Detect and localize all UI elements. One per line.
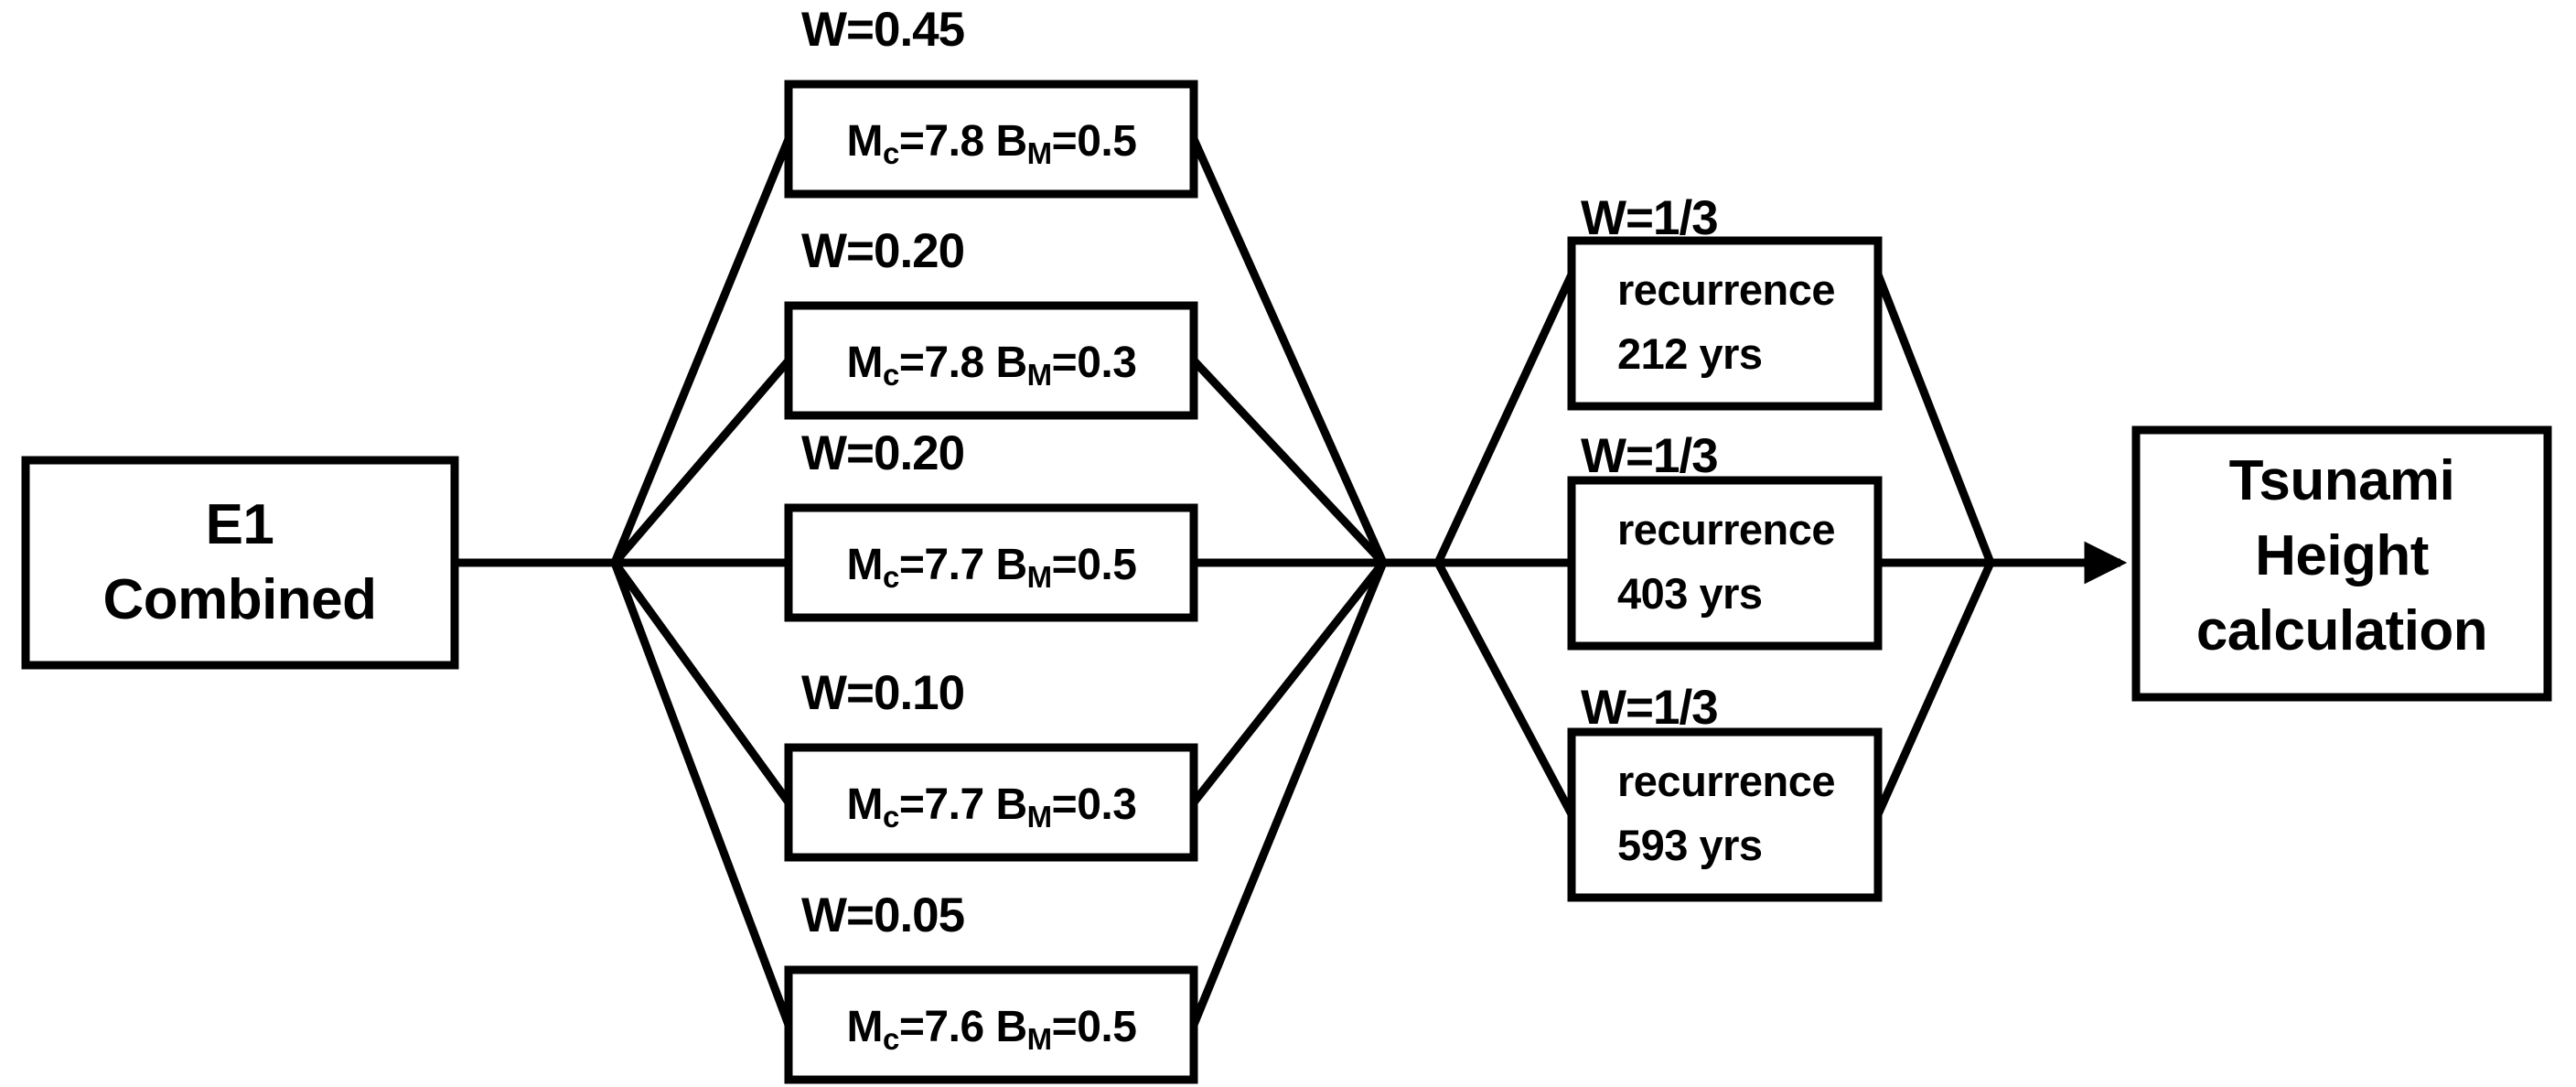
node-terminal[interactable]: Tsunami Height calculation [2131,425,2552,702]
edge-branch-2-to-merge [1190,357,1387,566]
root-box[interactable] [21,456,459,670]
mc-sub-3: c [883,560,899,594]
b-sub-5: M [1027,1022,1052,1056]
mc-value-5: =7.6 [899,1003,984,1051]
recurrence-box-1-line1: recurrence [1617,265,1835,314]
mc-value-2: =7.8 [899,339,984,387]
b-prefix-3: B [996,541,1027,589]
magnitude-box-4[interactable] [784,743,1198,862]
mc-sub-1: c [883,136,899,170]
b-value-5: =0.5 [1052,1003,1137,1051]
node-recurrence-branch-3[interactable]: W=1/3 recurrence 593 yrs [1567,681,1883,902]
node-recurrence-branch-1[interactable]: W=1/3 recurrence 212 yrs [1567,191,1883,411]
recurrence-box-1[interactable] [1567,236,1883,411]
edge-fan-to-branch-2 [611,358,792,565]
magnitude-box-1-label: Mc=7.8 BM=0.5 [847,117,1137,170]
b-value-3: =0.5 [1052,541,1137,589]
weight-label-branch-5: W=0.05 [801,888,964,942]
terminal-label-line1: Tsunami [2229,449,2455,512]
mc-sub-5: c [883,1022,899,1056]
mc-prefix-4: M [847,780,883,829]
edge-recurrence-3-to-merge2 [1873,561,1995,816]
magnitude-box-5[interactable] [784,965,1198,1084]
b-prefix-5: B [996,1003,1027,1051]
b-prefix-1: B [996,117,1027,166]
recurrence-box-3[interactable] [1567,727,1883,902]
mc-prefix-5: M [847,1003,883,1051]
magnitude-box-2-label: Mc=7.8 BM=0.3 [847,339,1137,392]
magnitude-box-5-label: Mc=7.6 BM=0.5 [847,1003,1137,1056]
edge-fan2-to-recurrence-1 [1433,273,1576,565]
weight-label-recurrence-1: W=1/3 [1581,191,1718,245]
b-sub-4: M [1027,800,1052,834]
mc-sub-4: c [883,800,899,834]
weight-label-branch-2: W=0.20 [801,224,964,278]
magnitude-box-2[interactable] [784,301,1198,420]
node-magnitude-branch-1[interactable]: W=0.45 Mc=7.8 BM=0.5 [784,3,1198,199]
edge-branch-5-to-merge [1189,561,1388,1027]
mc-sub-2: c [883,358,899,392]
node-recurrence-branch-2[interactable]: W=1/3 recurrence 403 yrs [1567,429,1883,651]
edge-recurrence-1-to-merge2 [1873,273,1995,565]
edge-branch-4-to-merge [1190,560,1387,805]
edge-fan2-to-recurrence-3 [1434,560,1575,817]
mc-value-4: =7.7 [899,780,984,829]
recurrence-box-3-line1: recurrence [1617,757,1835,805]
terminal-label-line2: Height [2255,524,2429,587]
mc-prefix-2: M [847,339,883,387]
weight-label-recurrence-2: W=1/3 [1581,429,1718,483]
terminal-box[interactable] [2131,425,2552,702]
weight-label-branch-1: W=0.45 [801,3,964,57]
b-value-1: =0.5 [1052,117,1137,166]
magnitude-box-3-label: Mc=7.7 BM=0.5 [847,541,1137,594]
magnitude-box-1[interactable] [784,80,1198,199]
root-label-line1: E1 [206,493,274,556]
b-prefix-2: B [996,339,1027,387]
mc-value-1: =7.8 [899,117,984,166]
node-magnitude-branch-2[interactable]: W=0.20 Mc=7.8 BM=0.3 [784,224,1198,420]
edge-branch-1-to-merge [1189,137,1388,565]
b-sub-1: M [1027,136,1052,170]
recurrence-box-2-line1: recurrence [1617,505,1835,554]
b-sub-2: M [1027,358,1052,392]
recurrence-box-2[interactable] [1567,476,1883,651]
edge-fan-to-branch-5 [610,561,793,1027]
edge-group-recurrence-in [1433,273,1576,817]
node-magnitude-branch-4[interactable]: W=0.10 Mc=7.7 BM=0.3 [784,666,1198,862]
node-root[interactable]: E1 Combined [21,456,459,670]
recurrence-box-2-line2: 403 yrs [1617,569,1763,618]
mc-prefix-3: M [847,541,883,589]
weight-label-branch-4: W=0.10 [801,666,964,720]
node-magnitude-branch-3[interactable]: W=0.20 Mc=7.7 BM=0.5 [784,426,1198,622]
weight-label-recurrence-3: W=1/3 [1581,681,1718,735]
magnitude-box-3[interactable] [784,503,1198,622]
b-sub-3: M [1027,560,1052,594]
node-magnitude-branch-5[interactable]: W=0.05 Mc=7.6 BM=0.5 [784,888,1198,1084]
recurrence-box-1-line2: 212 yrs [1617,329,1763,378]
edge-group-recurrence-out [1873,273,1995,816]
magnitude-box-4-label: Mc=7.7 BM=0.3 [847,780,1137,834]
edge-group-magnitude-out [1189,137,1388,1027]
b-value-4: =0.3 [1052,780,1137,829]
weight-label-branch-3: W=0.20 [801,426,964,480]
edge-fan-to-branch-1 [610,137,793,565]
mc-value-3: =7.7 [899,541,984,589]
b-prefix-4: B [996,780,1027,829]
b-value-2: =0.3 [1052,339,1137,387]
recurrence-box-3-line2: 593 yrs [1617,821,1763,869]
terminal-label-line3: calculation [2196,599,2487,662]
root-label-line2: Combined [102,568,376,631]
edge-group-magnitude-in [610,137,793,1027]
edge-fan-to-branch-4 [611,560,792,805]
mc-prefix-1: M [847,117,883,166]
